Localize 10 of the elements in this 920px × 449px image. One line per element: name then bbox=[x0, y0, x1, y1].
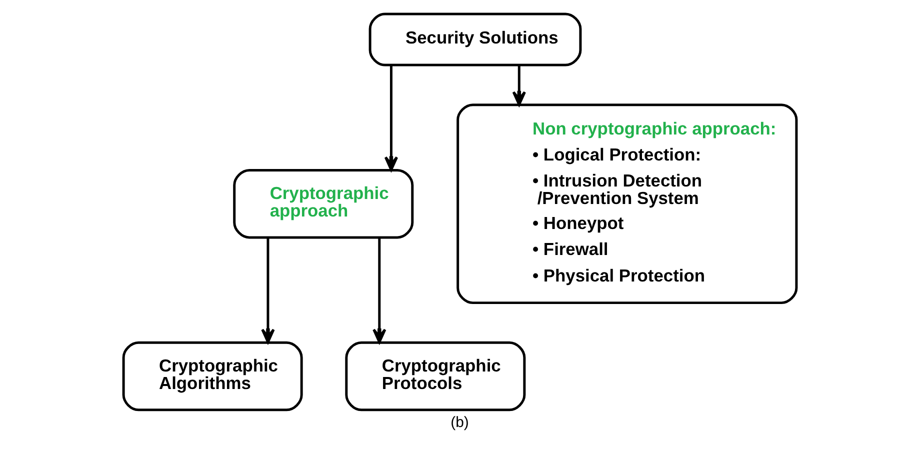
arrow bbox=[384, 64, 398, 171]
arrow bbox=[261, 236, 275, 343]
node-box: Cryptographic Protocols bbox=[345, 340, 526, 411]
node-box: Non cryptographic approach: • Logical Protection: • Intrusion Detection /Prevention System • Honeypot • Firewall • Physical Protection bbox=[456, 103, 798, 304]
caption: (b) bbox=[450, 413, 469, 430]
node-box: Cryptographic Algorithms bbox=[122, 340, 303, 411]
node-box: Security Solutions bbox=[368, 12, 582, 66]
node-box: Cryptographic approach bbox=[233, 168, 414, 238]
arrow bbox=[512, 64, 526, 106]
arrow bbox=[372, 236, 386, 343]
